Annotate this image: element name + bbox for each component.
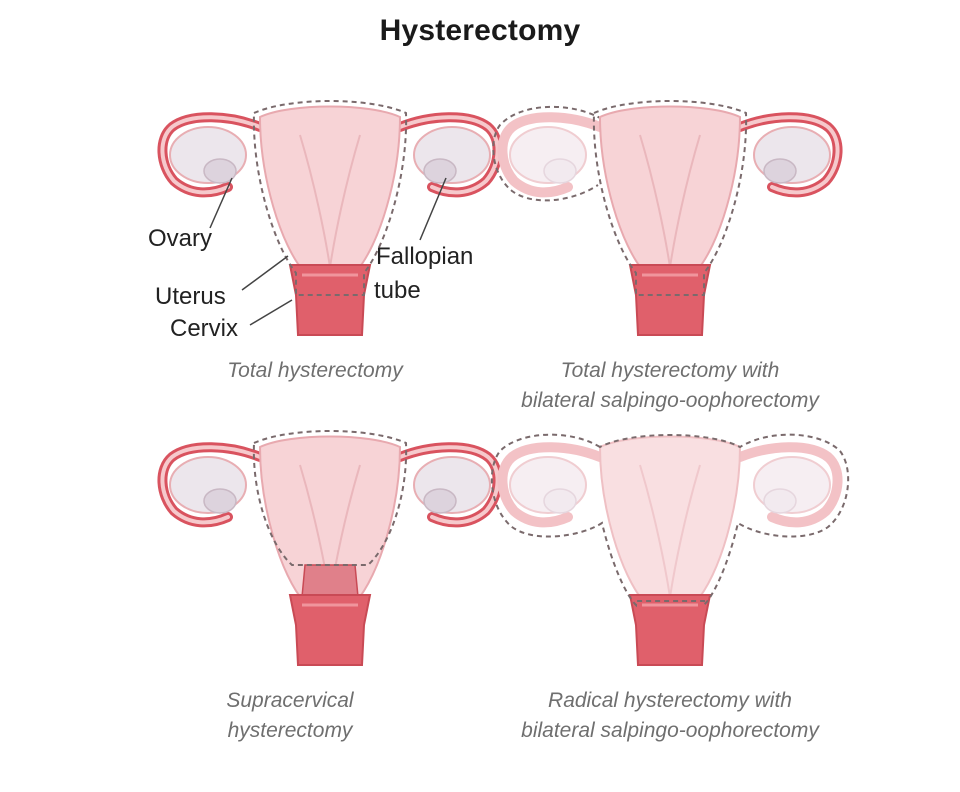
uterus <box>598 105 742 274</box>
cervix-stump <box>301 564 359 598</box>
removal-outline <box>252 100 408 296</box>
panel-supracervical-hysterectomy <box>150 425 510 695</box>
cervix <box>628 594 712 666</box>
diagram-title: Hysterectomy <box>379 14 581 47</box>
caption-panel-1-line1: Total hysterectomy <box>227 359 403 382</box>
panel-total-hysterectomy-bso <box>490 95 850 365</box>
cervix <box>288 594 372 666</box>
left-adnexa-outline <box>492 105 603 202</box>
caption-panel-2-line1: Total hysterectomy with <box>560 359 780 382</box>
panel-radical-hysterectomy-bso <box>490 425 850 695</box>
caption-panel-3-line1: Supracervical <box>226 689 354 712</box>
caption-panel-4: Radical hysterectomy with bilateral salp… <box>460 686 880 746</box>
supracervical-hysterectomy-illustration <box>157 430 503 666</box>
caption-panel-4-line2: bilateral salpingo-oophorectomy <box>521 719 819 742</box>
cervix <box>628 264 712 336</box>
caption-panel-3-line2: hysterectomy <box>227 719 353 742</box>
caption-panel-2: Total hysterectomy with bilateral salpin… <box>470 356 870 416</box>
label-ovary: Ovary <box>148 225 213 252</box>
removal-outline <box>490 433 850 608</box>
caption-panel-1: Total hysterectomy <box>150 356 480 386</box>
caption-panel-2-line2: bilateral salpingo-oophorectomy <box>521 389 819 412</box>
removal-outline <box>592 100 748 296</box>
uterus <box>598 435 742 604</box>
caption-panel-3: Supracervical hysterectomy <box>185 686 395 746</box>
caption-panel-4-line1: Radical hysterectomy with <box>548 689 792 712</box>
radical-hysterectomy-bso-illustration <box>490 433 850 666</box>
uterus <box>258 105 402 274</box>
uterus <box>258 435 402 604</box>
cervix <box>288 264 372 336</box>
label-fallopian-line2: tube <box>374 277 421 304</box>
removal-outline <box>252 430 408 566</box>
label-uterus: Uterus <box>155 283 226 310</box>
total-hysterectomy-illustration <box>157 100 503 336</box>
label-cervix: Cervix <box>170 315 239 342</box>
label-fallopian-line1: Fallopian <box>376 243 474 270</box>
panel-total-hysterectomy <box>150 95 510 365</box>
total-hysterectomy-bso-illustration <box>492 100 843 336</box>
